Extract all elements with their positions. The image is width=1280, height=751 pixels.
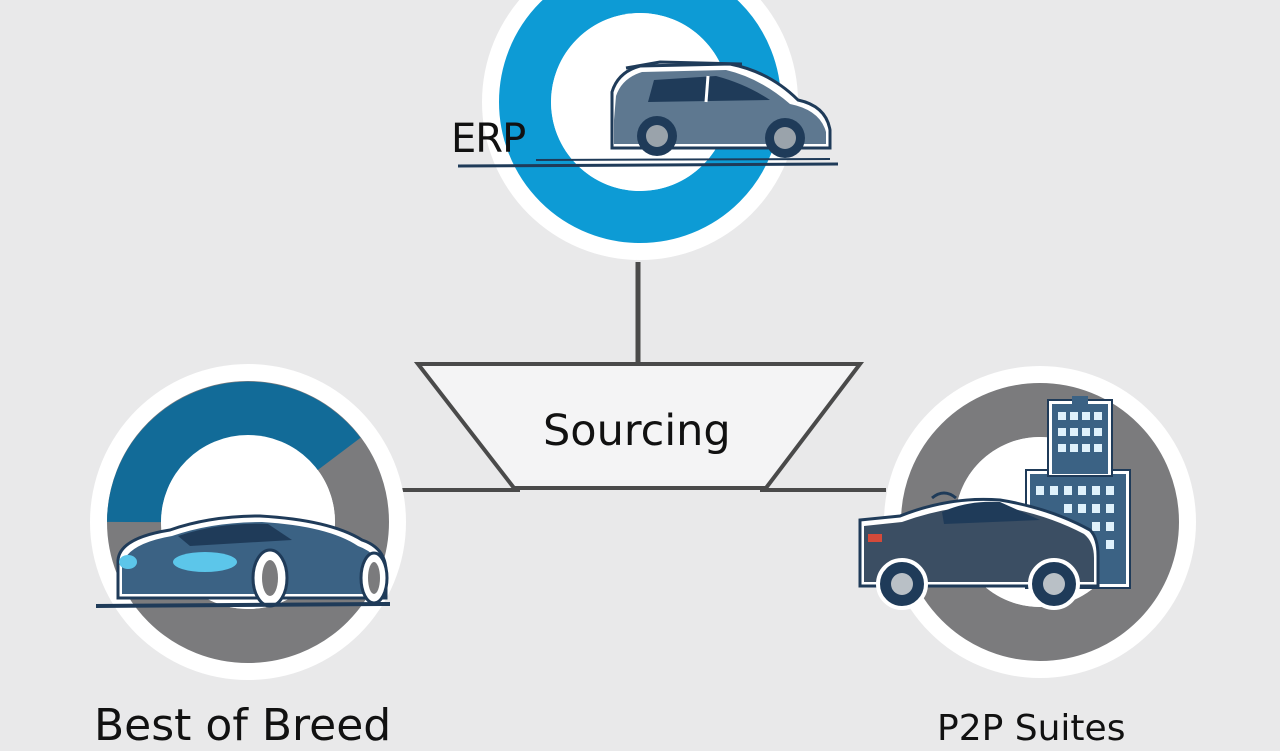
sports-car-icon [95,514,391,608]
hatchback-car-icon [457,60,839,168]
best-of-breed-node-label: Best of Breed [94,700,392,751]
sourcing-node-label: Sourcing [543,406,731,456]
connectors [397,262,886,492]
erp-node-label: ERP [451,116,526,162]
p2p-suites-node-label: P2P Suites [937,708,1126,749]
diagram-graphics [90,0,1196,680]
diagram-canvas: ERP Sourcing Best of Breed P2P Suites [90,0,1196,751]
pickup-truck-with-building-icon [858,396,1131,610]
sourcing-trapezoid [413,362,865,490]
